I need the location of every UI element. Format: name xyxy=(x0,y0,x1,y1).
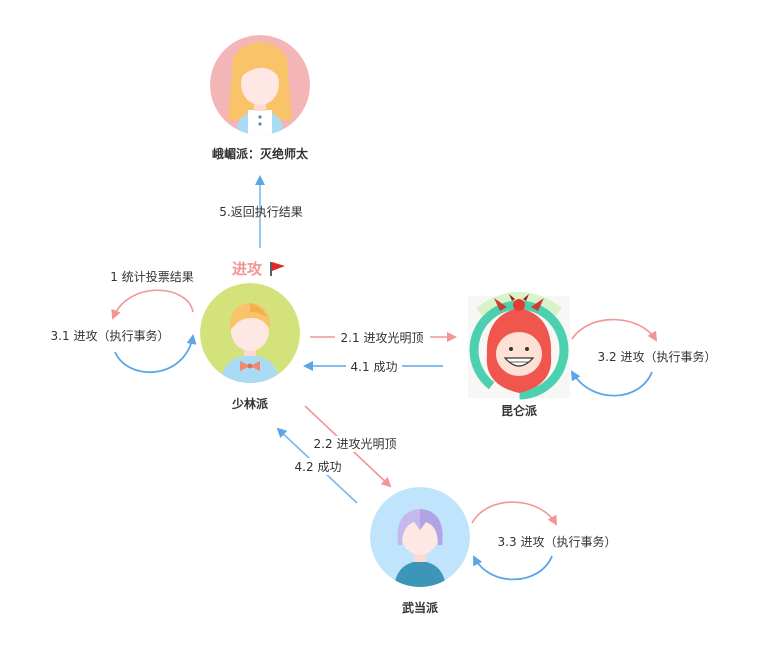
shaolin-self-label: 3.1 进攻（执行事务） xyxy=(51,328,170,343)
count-votes-label: 1 统计投票结果 xyxy=(110,269,193,284)
wudang-name: 武当派 xyxy=(402,600,439,615)
return-result-label: 5.返回执行结果 xyxy=(219,205,302,219)
shaolin-name: 少林派 xyxy=(231,396,269,411)
count-votes-arrow xyxy=(111,289,194,320)
wudang-self-arrow-out xyxy=(471,501,557,526)
wudang-self-arrow-back xyxy=(473,555,553,581)
emei-name: 峨嵋派：灭绝师太 xyxy=(212,146,309,161)
devil-avatar-icon xyxy=(468,292,570,400)
purple-hair-avatar-icon xyxy=(370,487,470,587)
wudang-self-label: 3.3 进攻（执行事务） xyxy=(498,534,617,549)
kunlun-self-label: 3.2 进攻（执行事务） xyxy=(598,349,717,364)
kunlun-self-arrow-out xyxy=(571,318,658,342)
kunlun-node[interactable]: 昆仑派 xyxy=(468,292,570,418)
kunlun-self-arrow-back xyxy=(570,370,653,397)
emei-node[interactable]: 峨嵋派：灭绝师太 xyxy=(210,35,310,161)
shaolin-self-arrow xyxy=(114,334,197,374)
attack-badge: 进攻 xyxy=(232,260,263,278)
from-wudang-label: 4.2 成功 xyxy=(295,460,342,474)
girl-avatar-icon xyxy=(210,35,310,135)
wudang-node[interactable]: 武当派 xyxy=(370,487,470,615)
to-kunlun-label-bg xyxy=(335,328,430,346)
from-kunlun-label: 4.1 成功 xyxy=(351,360,398,374)
kunlun-name: 昆仑派 xyxy=(501,403,538,418)
to-wudang-label: 2.2 进攻光明顶 xyxy=(314,437,397,451)
shaolin-node[interactable]: 少林派 xyxy=(200,283,300,411)
red-flag-icon xyxy=(270,262,285,276)
boy-avatar-icon xyxy=(200,283,300,383)
to-wudang-label-bg xyxy=(303,436,407,452)
from-kunlun-label-bg xyxy=(346,357,402,375)
to-kunlun-label: 2.1 进攻光明顶 xyxy=(341,331,424,345)
from-wudang-label-bg xyxy=(290,458,346,475)
